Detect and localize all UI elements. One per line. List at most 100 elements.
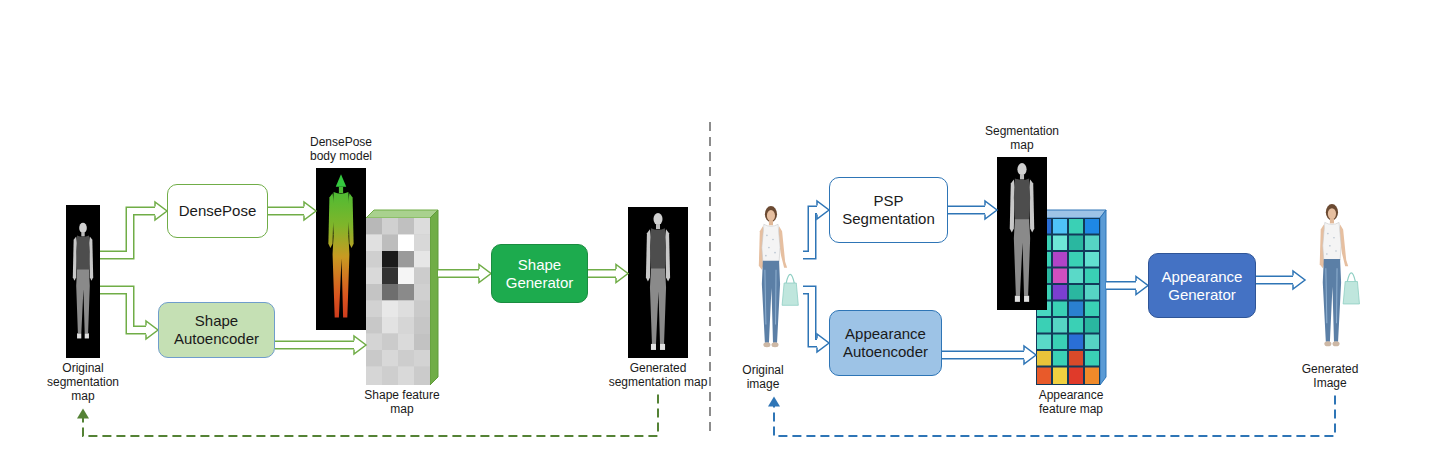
arrow-body xyxy=(803,290,818,343)
feature-cells xyxy=(1053,236,1067,251)
feature-cells xyxy=(382,218,398,235)
feature-cells xyxy=(414,334,430,351)
feature-cells xyxy=(1037,318,1051,333)
arrow-outline xyxy=(1256,276,1294,285)
feature-cells xyxy=(366,317,382,334)
feature-cells xyxy=(366,251,382,268)
feature-cells xyxy=(1085,335,1099,350)
flow-arrow xyxy=(588,265,628,283)
flow-arrow xyxy=(803,290,829,352)
arrow-outline xyxy=(268,207,305,216)
photo-image xyxy=(759,206,799,347)
feature-cells xyxy=(382,317,398,334)
feature-cells xyxy=(414,284,430,301)
image-caption: Segmentation map xyxy=(980,125,1064,153)
arrow-body xyxy=(275,342,355,348)
arrow-head xyxy=(1136,277,1148,295)
box-label: DensePose xyxy=(179,202,257,220)
arrow-outline xyxy=(803,210,818,255)
arrow-head xyxy=(1024,346,1036,364)
arrow-outline xyxy=(100,211,156,255)
arrow-body xyxy=(1256,277,1294,283)
arrow-outline xyxy=(438,269,480,278)
feature-cells xyxy=(1053,269,1067,284)
arrow-head xyxy=(616,265,628,283)
feature-cells xyxy=(1085,368,1099,385)
arrow-body xyxy=(100,290,147,330)
image-panel: Generated Image xyxy=(1305,201,1365,359)
image-panel: Segmentation map xyxy=(997,157,1047,310)
feature-cells xyxy=(382,235,398,252)
segmentation-image xyxy=(66,205,100,358)
feature-cells xyxy=(366,268,382,285)
feature-cells xyxy=(366,284,382,301)
feature-cells xyxy=(1037,368,1051,385)
box-label: PSP Segmentation xyxy=(836,192,941,228)
feature-cells xyxy=(366,235,382,252)
feature-cells xyxy=(382,284,398,301)
shape-feature-block xyxy=(430,210,438,385)
shape-feature-block xyxy=(366,218,430,385)
feature-cells xyxy=(1053,335,1067,350)
arrow-head xyxy=(77,408,89,418)
flow-arrow xyxy=(1256,271,1305,289)
feature-cells xyxy=(398,334,414,351)
image-panel: Original segmentation map xyxy=(66,205,100,358)
arrow-body xyxy=(438,271,480,277)
feature-cells xyxy=(366,367,382,386)
feature-cells xyxy=(382,350,398,367)
feature-cells xyxy=(398,235,414,252)
image-panel: Appearance feature map xyxy=(1036,210,1106,385)
photo-image xyxy=(759,206,799,347)
feature-cells xyxy=(1085,351,1099,366)
arrow-body xyxy=(942,352,1025,358)
feature-cells xyxy=(366,334,382,351)
feature-cells xyxy=(414,218,430,235)
feature-cells xyxy=(382,334,398,351)
feature-cells xyxy=(414,317,430,334)
arrow-outline xyxy=(275,341,355,350)
feature-cells xyxy=(1069,236,1083,251)
arrow-outline xyxy=(100,290,147,330)
feature-cells xyxy=(1085,219,1099,234)
flow-arrow xyxy=(803,201,829,255)
process-box: Shape Generator xyxy=(491,244,588,303)
arrow-body xyxy=(588,271,617,277)
feature-cells xyxy=(1069,252,1083,267)
feature-cells xyxy=(398,350,414,367)
flow-arrow xyxy=(1106,277,1148,295)
flow-arrow xyxy=(948,201,997,219)
arrow-outline xyxy=(948,206,986,215)
process-box: Shape Autoencoder xyxy=(158,302,275,358)
box-label: Appearance Autoencoder xyxy=(836,325,935,361)
image-caption: Shape feature map xyxy=(360,389,444,417)
feature-cells xyxy=(1053,302,1067,317)
process-box: DensePose xyxy=(167,184,268,238)
arrow-body xyxy=(803,210,818,255)
arrow-head xyxy=(155,202,167,220)
arrow-outline xyxy=(942,351,1025,360)
arrow-head xyxy=(768,397,780,407)
feature-cells xyxy=(382,268,398,285)
feature-cells xyxy=(366,350,382,367)
segmentation-image xyxy=(997,157,1047,310)
photo-image xyxy=(1320,204,1360,346)
feature-cells xyxy=(414,301,430,318)
feature-cells xyxy=(414,350,430,367)
feature-cells xyxy=(1085,236,1099,251)
feature-cells xyxy=(1069,368,1083,385)
feature-cells xyxy=(1053,318,1067,333)
flow-arrow xyxy=(942,346,1036,364)
arrow-outline xyxy=(803,290,818,343)
feature-cells xyxy=(398,367,414,386)
box-label: Shape Autoencoder xyxy=(165,312,268,348)
arrow-body xyxy=(268,208,305,214)
feature-cells xyxy=(1069,302,1083,317)
feature-cells xyxy=(414,367,430,386)
feature-cells xyxy=(398,317,414,334)
shape-feature-block xyxy=(366,210,438,218)
panel-divider xyxy=(709,122,711,434)
box-label: Shape Generator xyxy=(498,256,581,292)
feature-cells xyxy=(1053,219,1067,234)
